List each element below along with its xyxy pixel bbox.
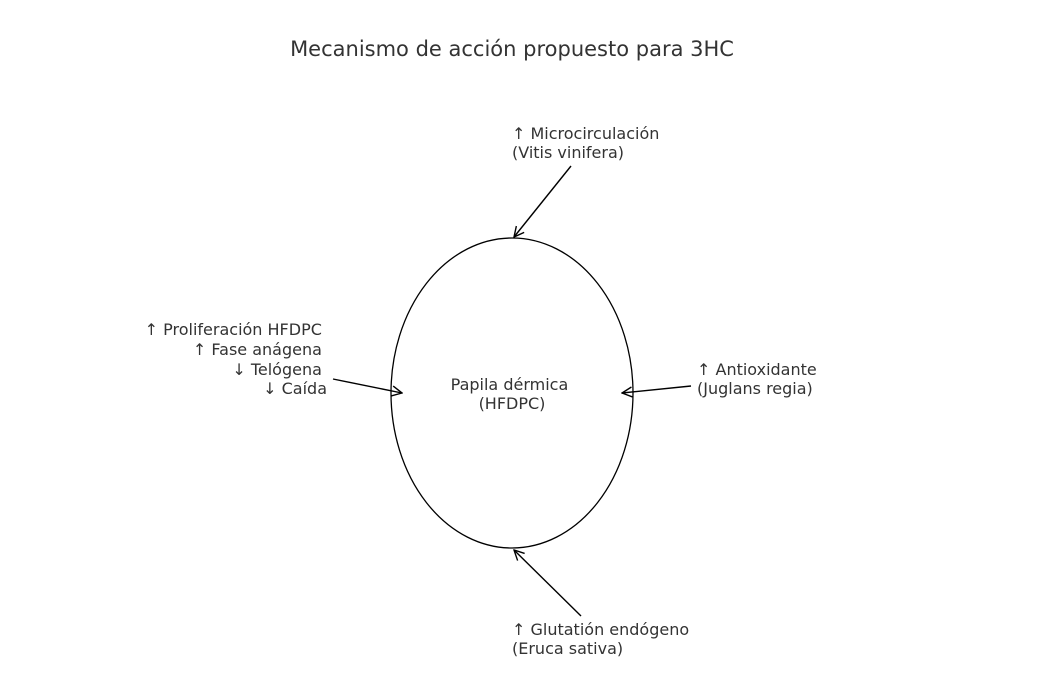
center-label: Papila dérmica (HFDPC): [451, 375, 574, 413]
bottom-effect-line: ↑ Glutatión endógeno: [512, 620, 689, 639]
center-label-line: (HFDPC): [479, 394, 546, 413]
bottom-effect-line: (Eruca sativa): [512, 639, 623, 658]
left-effect-label: ↑ Proliferación HFDPC ↑ Fase anágena ↓ T…: [145, 320, 327, 398]
top-effect-label: ↑ Microcirculación (Vitis vinifera): [512, 124, 664, 162]
right-effect-line: ↑ Antioxidante: [697, 360, 817, 379]
left-effect-line: ↓ Telógena: [232, 360, 322, 379]
right-effect-line: (Juglans regia): [697, 379, 813, 398]
bottom-effect-arrow: [514, 550, 582, 617]
left-effect-line: ↓ Caída: [263, 379, 327, 398]
dermal-papilla-ellipse: [390, 237, 634, 549]
left-effect-arrow: [332, 378, 402, 393]
top-effect-line: ↑ Microcirculación: [512, 124, 659, 143]
center-label-line: Papila dérmica: [451, 375, 569, 394]
top-effect-arrow: [514, 165, 572, 237]
left-effect-line: ↑ Fase anágena: [193, 340, 322, 359]
diagram-title: Mecanismo de acción propuesto para 3HC: [290, 37, 734, 61]
bottom-effect-label: ↑ Glutatión endógeno (Eruca sativa): [512, 620, 694, 658]
right-effect-arrow: [622, 385, 692, 393]
right-effect-label: ↑ Antioxidante (Juglans regia): [697, 360, 822, 398]
top-effect-line: (Vitis vinifera): [512, 143, 624, 162]
left-effect-line: ↑ Proliferación HFDPC: [145, 320, 322, 339]
